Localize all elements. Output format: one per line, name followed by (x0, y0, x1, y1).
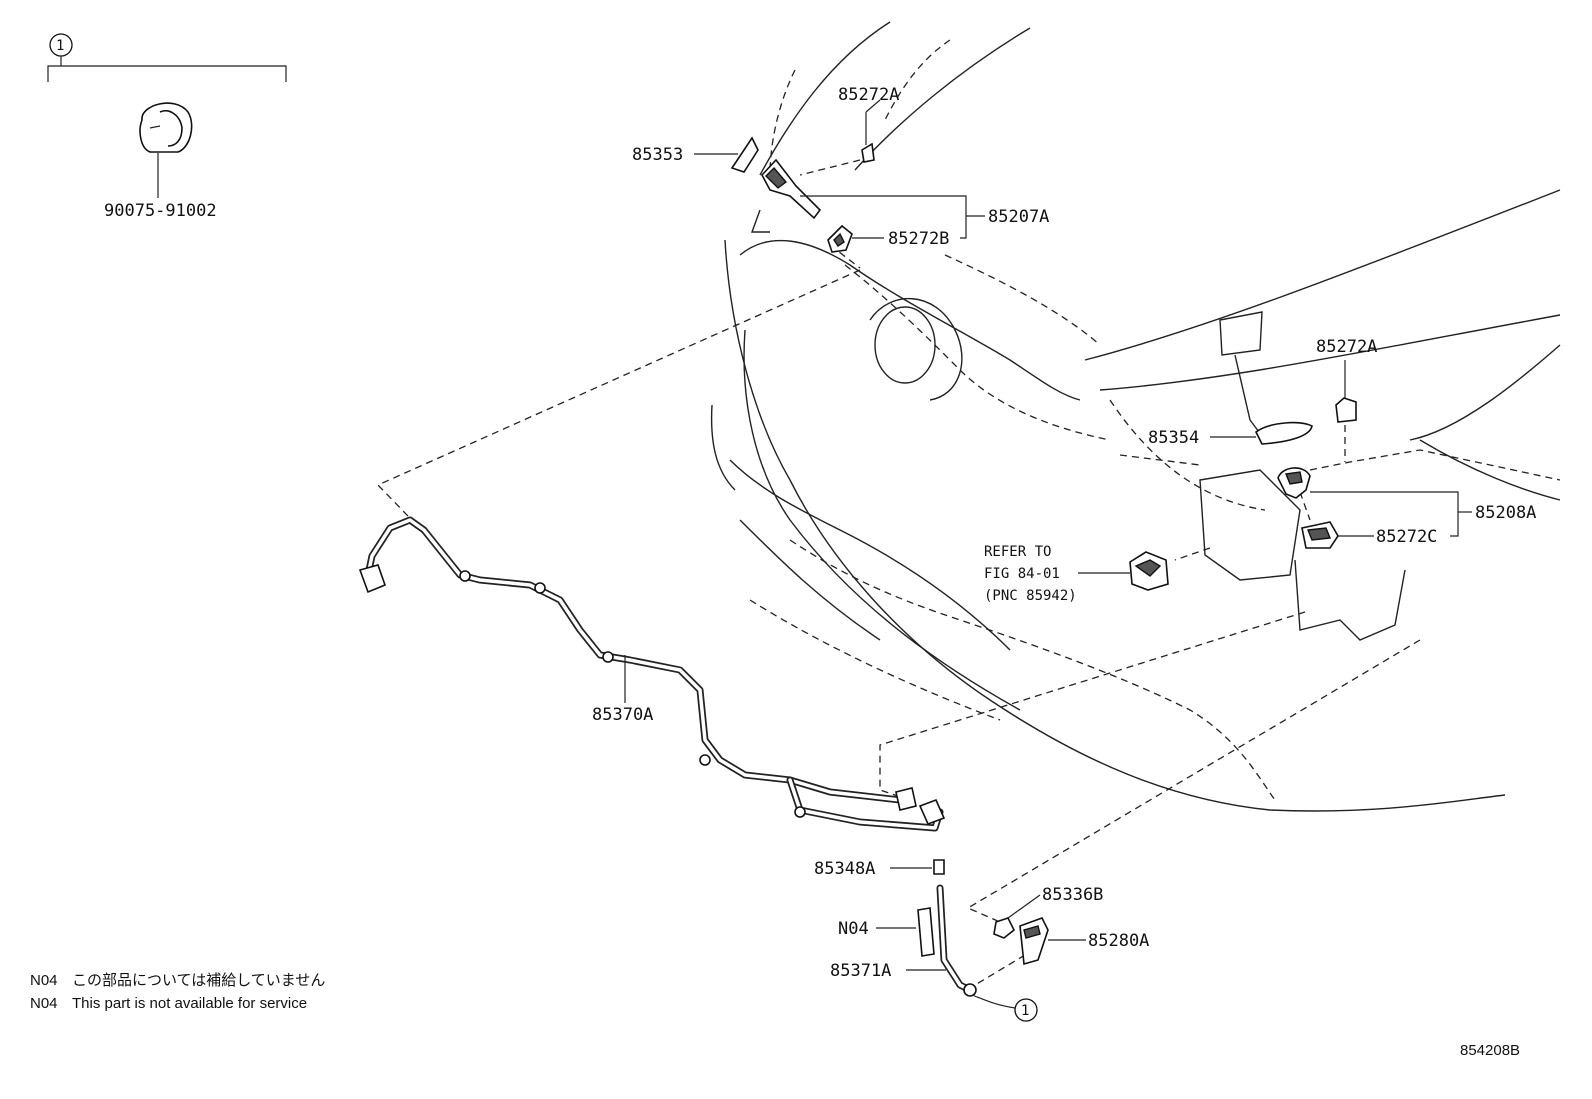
label-85353: 85353 (632, 145, 683, 165)
callout-circle-bottom (1014, 998, 1038, 1022)
note-1-text: この部品については補給していません (72, 972, 325, 989)
vehicle-body-outline (710, 21, 1561, 812)
label-85272B: 85272B (888, 229, 949, 249)
refer-callout: REFER TO FIG 84-01 (PNC 85942) (984, 544, 1169, 604)
figure-code: 854208B (1460, 1042, 1520, 1059)
dashed-outlines (376, 39, 1561, 986)
joint-85348A-icon (933, 859, 945, 875)
kit-group: 1 90075-91002 (47, 33, 287, 221)
cover-85353-icon (730, 136, 759, 173)
label-85348A: 85348A (814, 859, 875, 879)
notes: N04 この部品については補給していません N04 This part is n… (30, 972, 325, 1012)
note-2-code: N04 (30, 995, 58, 1012)
label-N04: N04 (838, 919, 869, 939)
joint-85280A-icon (1019, 917, 1049, 966)
label-90075-91002: 90075-91002 (104, 201, 217, 221)
nozzle-85207A-icon (761, 158, 822, 220)
callout-number-bottom: 1 (1021, 1003, 1029, 1019)
label-85272C: 85272C (1376, 527, 1437, 547)
nut-85336B-icon (993, 917, 1016, 939)
hose-85370A: 85370A (358, 516, 946, 832)
refer-line-3: (PNC 85942) (984, 588, 1077, 604)
label-85370A: 85370A (592, 705, 653, 725)
refer-line-1: REFER TO (984, 544, 1051, 560)
cover-85354-icon (1254, 421, 1313, 445)
note-1-code: N04 (30, 972, 58, 989)
label-85336B: 85336B (1042, 885, 1103, 905)
right-nozzle-group: 85272A 85354 85272C 85208A (1148, 337, 1536, 549)
label-85272A-right: 85272A (1316, 337, 1377, 357)
label-85371A: 85371A (830, 961, 891, 981)
upper-nozzle-group: 85353 85272A 85272B 85207A (632, 85, 1049, 253)
refer-line-2: FIG 84-01 (984, 566, 1060, 582)
label-85207A: 85207A (988, 207, 1049, 227)
bracket-85272A-top-icon (861, 142, 875, 163)
label-85272A-top: 85272A (838, 85, 899, 105)
label-85354: 85354 (1148, 428, 1199, 448)
note-2-text: This part is not available for service (72, 995, 307, 1012)
label-85208A: 85208A (1475, 503, 1536, 523)
label-85280A: 85280A (1088, 931, 1149, 951)
callout-number: 1 (56, 38, 64, 54)
clamp-part-icon (139, 102, 193, 153)
part-N04-icon (917, 907, 935, 957)
lower-parts-group: 85348A 85371A N04 85336B 85280A 1 (814, 859, 1149, 1022)
bracket-85272A-right-icon (1335, 397, 1357, 423)
